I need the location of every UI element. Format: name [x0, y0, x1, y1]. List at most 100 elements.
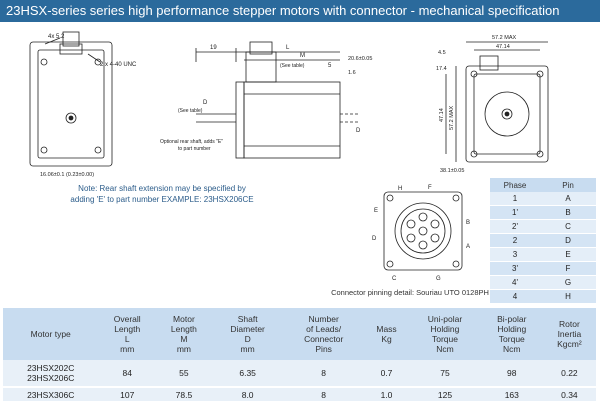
back-dim-47: 47.14: [496, 44, 510, 50]
spec-value-cell: 8.0: [211, 387, 284, 403]
pin-cell: F: [540, 261, 596, 276]
spec-value-cell: 0.7: [363, 360, 410, 388]
back-dim-38: 38.1±0.05: [440, 168, 464, 174]
spec-value-cell: 55: [156, 360, 212, 388]
header-line: Shaft: [237, 314, 258, 324]
header-line: Number: [308, 314, 339, 324]
side-rear-note-2: to part number: [178, 146, 211, 152]
header-line: mm: [176, 344, 191, 354]
table-row: 4'G: [490, 275, 596, 290]
spec-value-cell: 84: [98, 360, 156, 388]
side-dim-l: L: [286, 45, 290, 51]
back-dim-57: 57.2 MAX: [492, 35, 516, 41]
side-rear-note-1: Optional rear shaft, adds "E": [160, 139, 223, 145]
side-dim-flange: 20.6±0.05: [348, 56, 372, 62]
pin-cell: G: [540, 275, 596, 290]
header-line: Pins: [315, 344, 332, 354]
side-d-rear: D: [356, 128, 361, 134]
connector-caption: Connector pinning detail: Souriau UTO 01…: [331, 288, 489, 297]
connector-pin-holes: [406, 212, 440, 250]
note-line-2: adding 'E' to part number EXAMPLE: 23HSX…: [70, 195, 254, 204]
phase-cell: 2': [490, 219, 540, 234]
header-line: Bi-polar: [497, 314, 527, 324]
pin-header: Pin: [540, 178, 596, 192]
header-line: Uni-polar: [427, 314, 463, 324]
pin-cell: C: [540, 219, 596, 234]
header-line: Mass: [376, 324, 397, 334]
side-see-table: (See table): [280, 63, 305, 69]
header-line: Torque: [498, 334, 525, 344]
header-line: mm: [240, 344, 255, 354]
side-see-table-2: (See table): [178, 108, 203, 114]
header-line: Ncm: [503, 344, 521, 354]
header-line: Motor: [173, 314, 195, 324]
header-line: M: [180, 334, 188, 344]
header-line: Overall: [113, 314, 141, 324]
header-line: D: [244, 334, 251, 344]
table-row: 3'F: [490, 261, 596, 276]
phase-cell: 3: [490, 247, 540, 262]
header-line: Kgcm²: [557, 339, 582, 349]
spec-value-cell: 125: [409, 387, 481, 403]
header-line: Holding: [497, 324, 527, 334]
phase-cell: 3': [490, 261, 540, 276]
pin-label-g: G: [436, 276, 441, 282]
spec-value-cell: 98: [480, 360, 543, 388]
side-d-shaft: D: [203, 100, 208, 106]
side-view: [195, 41, 360, 159]
phase-cell: 1': [490, 205, 540, 220]
header-line: Rotor: [558, 319, 580, 329]
pin-label-e: E: [374, 208, 378, 214]
header-line: Ncm: [436, 344, 454, 354]
mechanical-drawing: 4x 5.2 2 x 4-40 UNC 16.06±0.1 (0.23±0.00…: [29, 31, 549, 178]
header-line: mm: [120, 344, 135, 354]
front-unc-label: 2 x 4-40 UNC: [100, 62, 137, 68]
pin-label-c: C: [392, 276, 397, 282]
front-screw-label: 4x 5.2: [48, 34, 65, 40]
phase-cell: 4: [490, 289, 540, 304]
spec-value-cell: 78.5: [156, 387, 212, 403]
front-bottom-label: 16.06±0.1 (0.23±0.00): [40, 172, 94, 178]
pin-label-f: F: [428, 185, 432, 191]
pin-cell: H: [540, 289, 596, 304]
header-line: Motor type: [30, 329, 71, 339]
pin-cell: B: [540, 205, 596, 220]
header-line: Diameter: [230, 324, 265, 334]
back-dim-4-5: 4.5: [438, 50, 446, 56]
rear-shaft-note: Note: Rear shaft extension may be specif…: [62, 183, 262, 205]
spec-value-cell: 75: [409, 360, 481, 388]
table-row: 2'C: [490, 219, 596, 234]
header-line: of Leads/: [306, 324, 342, 334]
connector-drawing: H F E B D A C G: [372, 185, 470, 282]
motor-model-cell: 23HSX306C: [3, 387, 99, 403]
pin-label-b: B: [466, 220, 470, 226]
header-line: L: [124, 334, 130, 344]
page-title: 23HSX-series series high performance ste…: [0, 0, 600, 22]
spec-value-cell: 6.35: [211, 360, 284, 388]
front-view: [29, 31, 113, 167]
pin-label-d: D: [372, 236, 377, 242]
pin-label-h: H: [398, 186, 402, 192]
side-dim-m: M: [300, 53, 305, 59]
side-dim-5: 5: [328, 63, 332, 69]
header-line: Kg: [381, 334, 392, 344]
pin-cell: A: [540, 192, 596, 206]
back-dim-17-4: 17.4: [436, 66, 447, 72]
pin-cell: D: [540, 233, 596, 248]
spec-value-cell: 8: [283, 360, 364, 388]
spec-value-cell: 8: [283, 387, 364, 403]
back-dim-57v: 57.2 MAX: [449, 106, 455, 130]
